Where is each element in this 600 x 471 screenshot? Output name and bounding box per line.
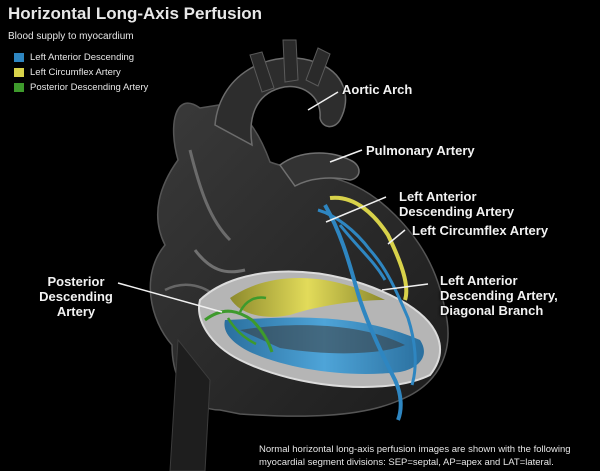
label-lad-diagonal-line1: Left Anterior — [440, 273, 518, 288]
pda-branch-1 — [226, 317, 257, 346]
label-lad-line2: Descending Artery — [399, 204, 515, 219]
lad-branch — [338, 224, 387, 281]
vessel-highlight-1 — [188, 149, 232, 242]
legend-label: Left Circumflex Artery — [30, 67, 121, 78]
leader-aortic-arch — [307, 91, 339, 111]
footnote: Normal horizontal long-axis perfusion im… — [259, 443, 571, 469]
leader-lcx — [387, 229, 406, 245]
label-pda-line2: Descending — [39, 289, 113, 304]
lad-artery — [323, 204, 403, 421]
lad-diagonal-branch — [317, 208, 417, 386]
legend-swatch-blue — [14, 53, 24, 62]
lcx-artery — [329, 195, 409, 301]
leader-pulmonary-artery — [329, 149, 363, 163]
diagram-title: Horizontal Long-Axis Perfusion — [8, 4, 263, 23]
legend-swatch-green — [14, 83, 24, 92]
legend-item-lad: Left Anterior Descending — [14, 50, 148, 65]
legend-item-pda: Posterior Descending Artery — [14, 80, 148, 95]
legend-label: Left Anterior Descending — [30, 52, 135, 63]
label-pda-line1: Posterior — [47, 274, 105, 289]
footnote-line2: myocardial segment divisions: SEP=septal… — [259, 457, 554, 468]
aortic-arch — [214, 57, 347, 147]
aortic-branch-1 — [249, 51, 275, 93]
label-lad-line1: Left Anterior — [399, 189, 477, 204]
label-lad-diagonal-line3: Diagonal Branch — [440, 303, 544, 318]
label-pulmonary-artery: Pulmonary Artery — [366, 143, 475, 158]
legend: Left Anterior Descending Left Circumflex… — [14, 50, 148, 95]
ventricle-cavity — [240, 325, 405, 354]
label-aortic-arch: Aortic Arch — [342, 82, 413, 97]
label-lcx: Left Circumflex Artery — [412, 223, 549, 238]
label-lad-diagonal: Left Anterior Descending Artery, Diagona… — [440, 273, 558, 318]
legend-item-lcx: Left Circumflex Artery — [14, 65, 148, 80]
legend-label: Posterior Descending Artery — [30, 82, 149, 93]
diagram-subtitle: Blood supply to myocardium — [8, 31, 134, 42]
label-pda: Posterior Descending Artery — [28, 274, 124, 319]
footnote-line1: Normal horizontal long-axis perfusion im… — [259, 444, 571, 455]
pulmonary-artery — [278, 152, 360, 187]
leader-lad — [325, 196, 387, 223]
leader-lad-diagonal — [381, 283, 429, 291]
label-lad-diagonal-line2: Descending Artery, — [440, 288, 558, 303]
aortic-branch-2 — [282, 39, 299, 83]
label-lad: Left Anterior Descending Artery — [399, 189, 514, 219]
legend-swatch-yellow — [14, 68, 24, 77]
lcx-territory — [230, 277, 385, 317]
aortic-branch-3 — [305, 47, 331, 87]
label-pda-line3: Artery — [56, 304, 96, 319]
leader-pda — [117, 282, 223, 313]
descending-trunk — [169, 338, 211, 471]
vessel-highlight-2 — [193, 249, 246, 274]
pda-branch-2 — [238, 296, 267, 313]
